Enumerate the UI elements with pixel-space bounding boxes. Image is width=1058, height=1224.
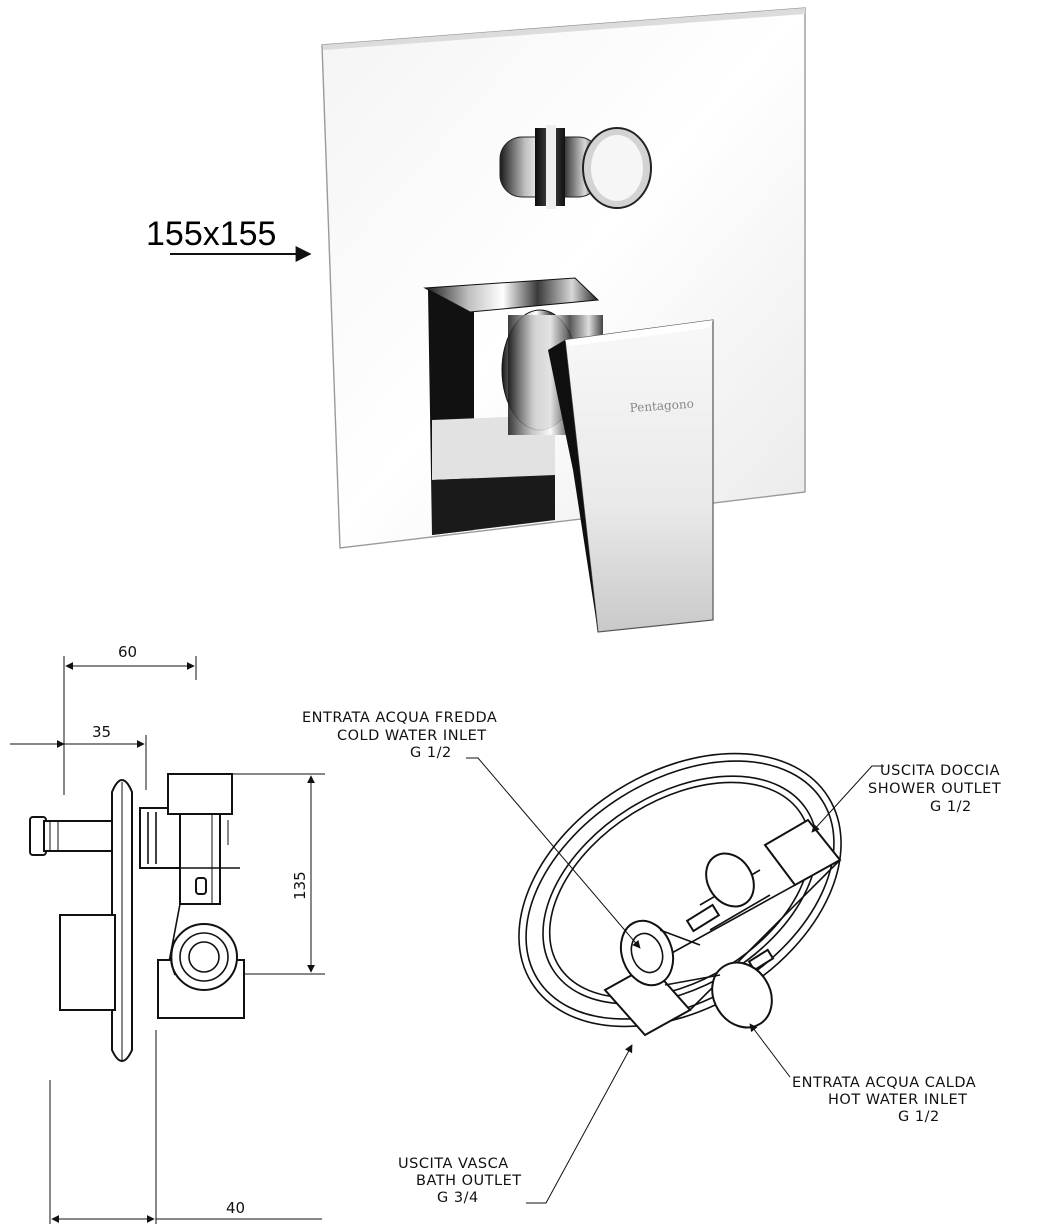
hot-line-2: HOT WATER INLET [828, 1092, 968, 1108]
callout-shower-outlet: USCITA DOCCIA SHOWER OUTLET G 1/2 [811, 763, 1001, 833]
cold-line-1: ENTRATA ACQUA FREDDA [302, 710, 497, 726]
bath-line-3: G 3/4 [437, 1190, 479, 1206]
side-view-drawing: 60 35 135 [10, 643, 325, 1224]
cold-leader [466, 757, 641, 949]
plate-edge-shine [322, 8, 805, 50]
shower-line-1: USCITA DOCCIA [880, 763, 1000, 779]
bath-line-1: USCITA VASCA [398, 1156, 509, 1172]
shower-line-2: SHOWER OUTLET [868, 781, 1001, 797]
dim-135: 135 [291, 871, 309, 900]
cold-line-3: G 1/2 [410, 745, 452, 761]
iso-view-drawing [518, 752, 842, 1037]
hot-line-1: ENTRATA ACQUA CALDA [792, 1075, 976, 1091]
shower-line-3: G 1/2 [930, 799, 972, 815]
mixer-side-profile [29, 773, 245, 1062]
diverter-knob [499, 125, 652, 209]
dim-35: 35 [92, 723, 111, 741]
bath-line-2: BATH OUTLET [416, 1173, 522, 1189]
callout-bath-outlet: USCITA VASCA BATH OUTLET G 3/4 [398, 1044, 633, 1206]
hot-line-3: G 1/2 [898, 1109, 940, 1125]
callout-cold-inlet: ENTRATA ACQUA FREDDA COLD WATER INLET G … [302, 710, 641, 949]
shower-leader [811, 765, 884, 833]
cover-plate [321, 7, 806, 549]
dim-60: 60 [118, 643, 137, 661]
product-photo: Pentagono 155x155 [146, 0, 1058, 640]
bath-leader [526, 1044, 633, 1204]
cold-line-2: COLD WATER INLET [337, 728, 487, 744]
dim-40: 40 [226, 1199, 245, 1217]
mixer-lever: Pentagono [423, 277, 714, 633]
brand-mark: Pentagono [629, 397, 694, 415]
plate-size-label: 155x155 [146, 215, 276, 253]
hot-leader [749, 1023, 791, 1078]
callout-hot-inlet: ENTRATA ACQUA CALDA HOT WATER INLET G 1/… [749, 1023, 976, 1125]
